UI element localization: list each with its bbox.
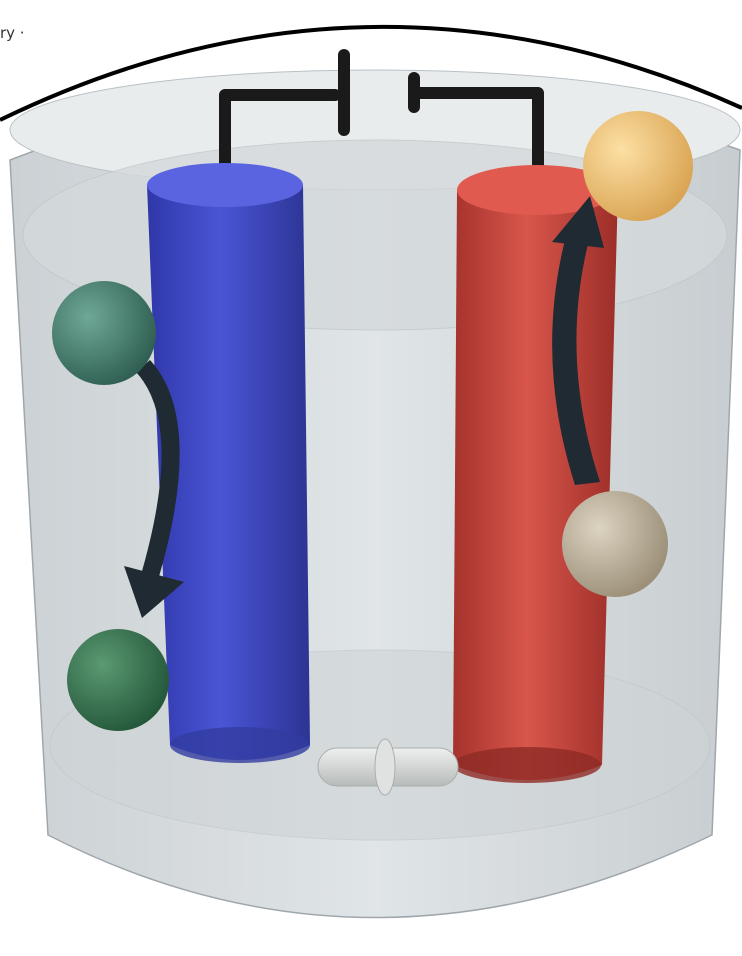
green-sphere-lower bbox=[67, 629, 169, 731]
gold-sphere bbox=[583, 111, 693, 221]
tan-sphere bbox=[562, 491, 668, 597]
green-sphere-upper bbox=[52, 281, 156, 385]
